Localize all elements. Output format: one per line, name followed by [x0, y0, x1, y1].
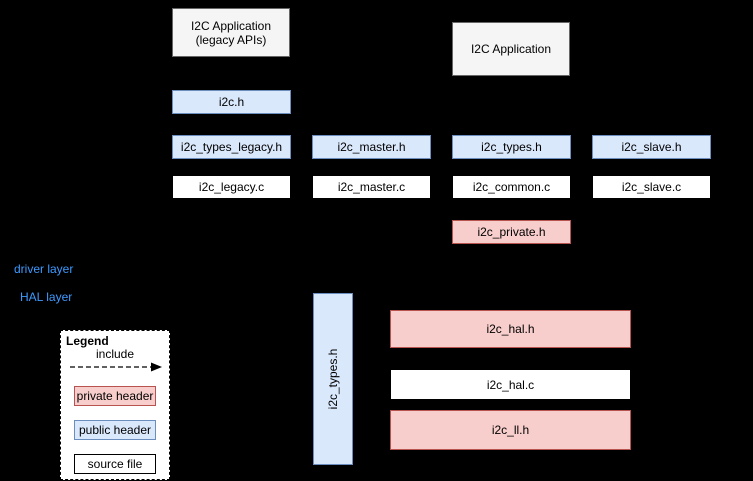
legend-public-header-swatch: public header	[74, 420, 156, 440]
node-label: i2c_master.h	[337, 140, 406, 154]
node-label: i2c_slave.h	[621, 140, 682, 154]
legend: Legend include private header public hea…	[60, 330, 170, 480]
node-i2c-h: i2c.h	[172, 90, 291, 114]
node-label: i2c_master.c	[337, 180, 406, 194]
node-i2c-hal-h: i2c_hal.h	[390, 310, 631, 348]
node-i2c-types-legacy-h: i2c_types_legacy.h	[172, 135, 291, 159]
node-i2c-legacy-c: i2c_legacy.c	[172, 175, 291, 199]
legend-private-header-swatch: private header	[74, 386, 156, 406]
node-label: i2c_types.h	[481, 140, 542, 154]
node-i2c-private-h: i2c_private.h	[452, 220, 571, 244]
node-label: i2c_legacy.c	[198, 180, 265, 194]
node-label: i2c_hal.c	[486, 377, 535, 392]
node-label: i2c_private.h	[477, 225, 546, 239]
node-label: i2c_slave.c	[621, 180, 682, 194]
node-label: i2c_types_legacy.h	[180, 140, 283, 154]
hal-layer-label: HAL layer	[20, 290, 73, 304]
legend-label: source file	[87, 457, 143, 471]
node-label: I2C Application	[190, 18, 272, 33]
legend-label: private header	[76, 389, 154, 403]
node-label: i2c.h	[218, 95, 245, 109]
node-label: I2C Application	[470, 42, 552, 56]
legend-source-file-swatch: source file	[74, 454, 156, 474]
node-i2c-slave-c: i2c_slave.c	[592, 175, 711, 199]
legend-title: Legend	[66, 334, 109, 348]
driver-layer-label: driver layer	[14, 262, 74, 276]
node-label: (legacy APIs)	[195, 32, 267, 47]
node-i2c-application-legacy: I2C Application (legacy APIs)	[172, 8, 290, 57]
include-arrow-icon	[70, 362, 162, 372]
legend-include-label: include	[95, 347, 135, 361]
node-label: i2c_hal.h	[486, 322, 535, 336]
node-i2c-types-h: i2c_types.h	[452, 135, 571, 159]
node-label: i2c_common.c	[472, 180, 551, 194]
node-i2c-master-c: i2c_master.c	[312, 175, 431, 199]
node-label: i2c_types.h	[326, 348, 340, 410]
legend-label: public header	[78, 423, 152, 437]
node-i2c-hal-c: i2c_hal.c	[390, 369, 631, 400]
node-i2c-types-h-vertical: i2c_types.h	[313, 293, 353, 465]
node-i2c-ll-h: i2c_ll.h	[390, 410, 631, 450]
node-i2c-common-c: i2c_common.c	[452, 175, 571, 199]
node-i2c-application: I2C Application	[452, 22, 570, 76]
node-label: i2c_ll.h	[491, 423, 530, 437]
node-i2c-slave-h: i2c_slave.h	[592, 135, 711, 159]
node-i2c-master-h: i2c_master.h	[312, 135, 431, 159]
